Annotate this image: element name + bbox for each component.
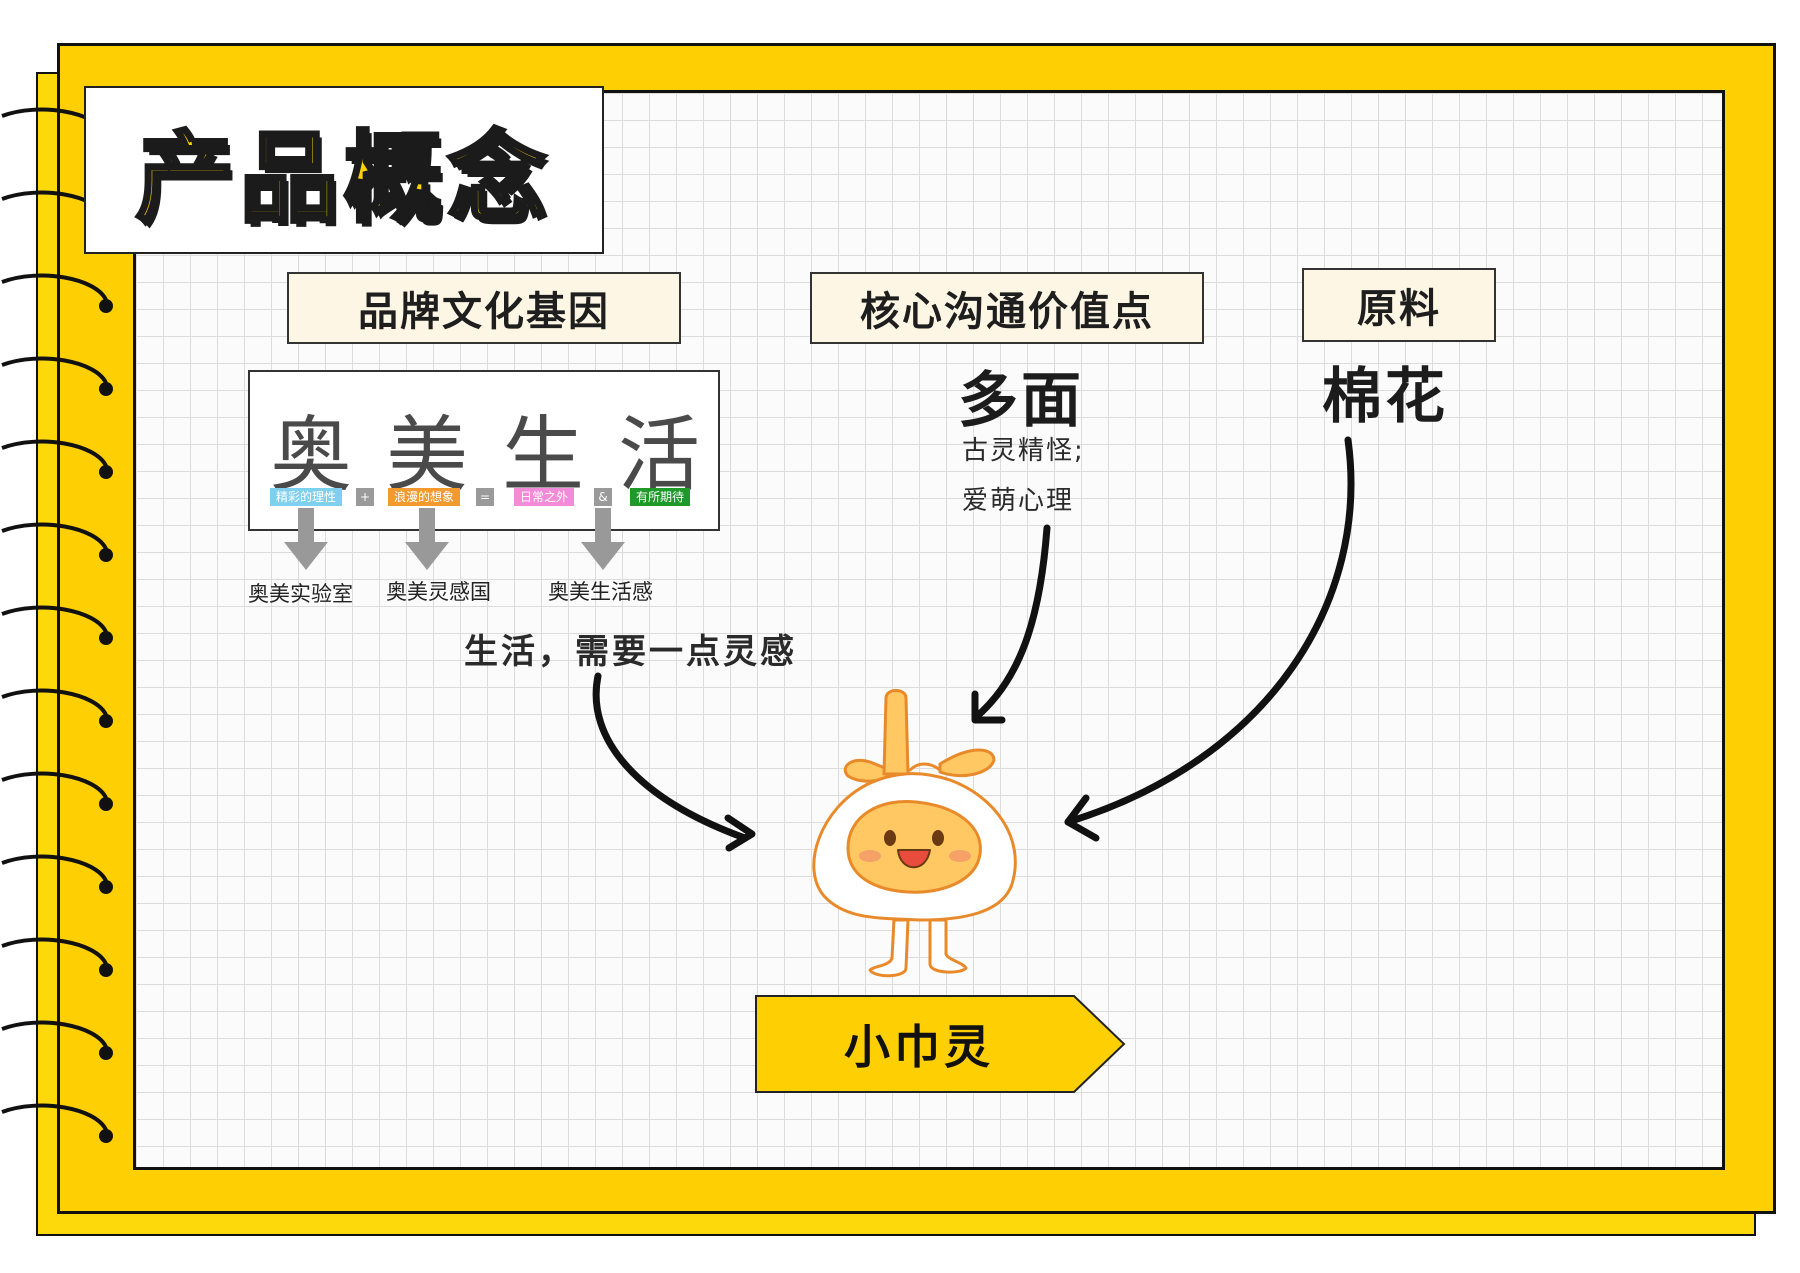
spiral-ring xyxy=(1,1020,108,1049)
spiral-ring xyxy=(1,937,108,966)
brand-char: 奥 xyxy=(270,408,353,503)
brand-label: 品牌文化基因 xyxy=(287,272,681,344)
operator-equals: = xyxy=(476,488,494,506)
spiral-ring xyxy=(1,522,108,551)
arrow-down-icon xyxy=(581,508,625,570)
brand-char: 美 xyxy=(386,408,469,503)
material-value: 棉花 xyxy=(1322,362,1448,432)
brand-box: 奥 美 生 活 精彩的理性 + 浪漫的想象 = 日常之外 & 有所期待 xyxy=(248,370,720,531)
spiral-ring xyxy=(1,273,108,302)
spiral-hole xyxy=(99,465,113,479)
brand-output: 奥美生活感 xyxy=(548,580,653,604)
name-tag xyxy=(755,995,1126,1093)
spiral-ring xyxy=(1,688,108,717)
spiral-ring xyxy=(1,854,108,883)
spiral-hole xyxy=(99,1129,113,1143)
core-line: 爱萌心理 xyxy=(962,486,1075,516)
spiral-hole xyxy=(99,797,113,811)
spiral-hole xyxy=(99,548,113,562)
arrowhead-icon xyxy=(1064,794,1100,842)
core-line: 古灵精怪; xyxy=(962,436,1085,466)
core-value: 多面 xyxy=(958,366,1084,436)
spiral-hole xyxy=(99,382,113,396)
brand-char: 活 xyxy=(618,408,701,503)
spiral-hole xyxy=(99,714,113,728)
spiral-hole xyxy=(99,1046,113,1060)
brand-output: 奥美实验室 xyxy=(248,582,353,606)
arrow-down-icon xyxy=(405,508,449,570)
arrowhead-icon xyxy=(724,814,756,852)
core-label: 核心沟通价值点 xyxy=(810,272,1204,344)
brand-output: 奥美灵感国 xyxy=(386,580,491,604)
arrow-material-to-mascot xyxy=(1064,436,1355,826)
spiral-ring xyxy=(1,605,108,634)
spiral-hole xyxy=(99,299,113,313)
spiral-ring xyxy=(1,771,108,800)
mascot-name: 小巾灵 xyxy=(844,1020,994,1074)
operator-and: & xyxy=(594,488,612,506)
spiral-ring xyxy=(1,439,108,468)
page-title: 产品概念 xyxy=(134,120,552,238)
spiral-ring xyxy=(1,1103,108,1132)
spiral-binding-icon xyxy=(1,107,113,1143)
arrow-slogan-to-mascot xyxy=(592,672,749,842)
spiral-hole xyxy=(99,880,113,894)
spiral-hole xyxy=(99,631,113,645)
onion-mascot-icon xyxy=(812,689,1017,978)
material-label: 原料 xyxy=(1302,268,1496,342)
brand-tag: 精彩的理性 xyxy=(270,488,343,506)
brand-char: 生 xyxy=(502,408,585,503)
arrowhead-icon xyxy=(971,690,1006,724)
brand-tag: 日常之外 xyxy=(514,488,575,506)
operator-plus: + xyxy=(356,488,374,506)
brand-tag: 浪漫的想象 xyxy=(388,488,461,506)
title-box: 产品概念 xyxy=(84,86,604,254)
spiral-hole xyxy=(99,963,113,977)
spiral-ring xyxy=(1,356,108,385)
arrow-down-icon xyxy=(284,508,328,570)
arrow-core-to-mascot xyxy=(971,524,1051,722)
slogan: 生活，需要一点灵感 xyxy=(464,632,797,672)
brand-tag: 有所期待 xyxy=(630,488,691,506)
